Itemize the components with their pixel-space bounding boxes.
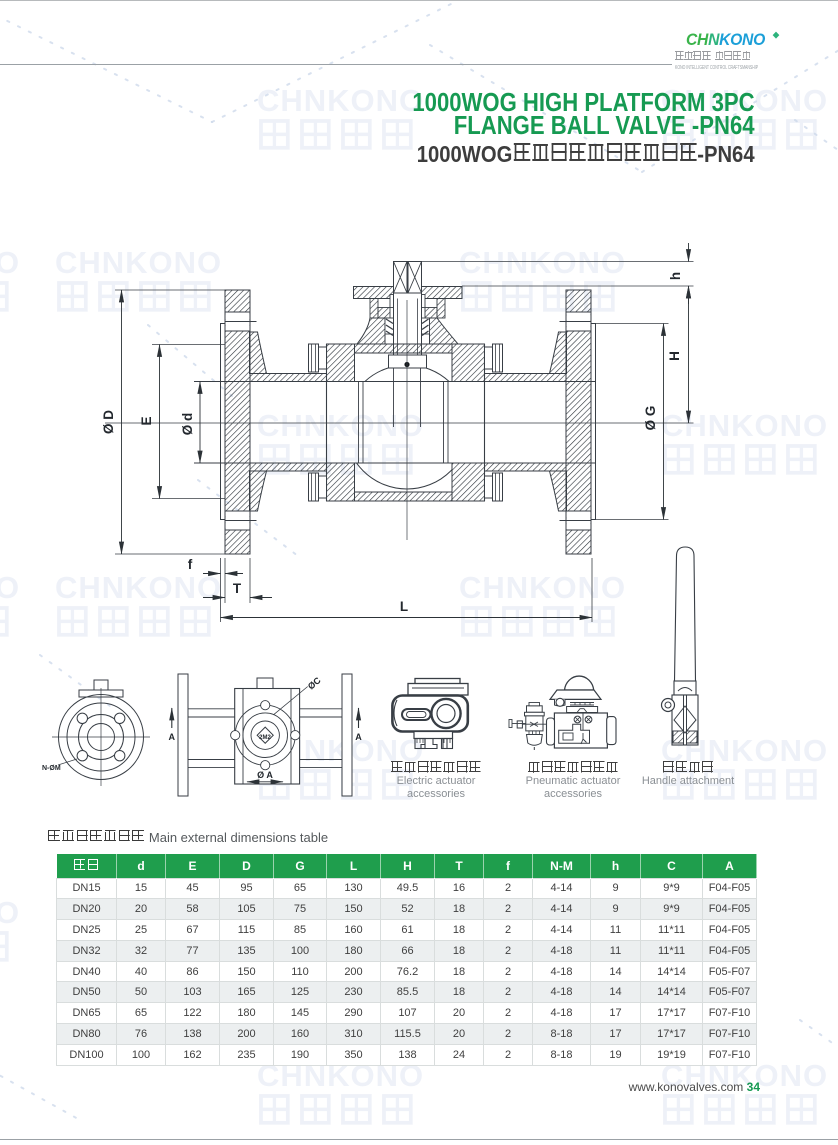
svg-text:Ø G: Ø G: [643, 406, 658, 431]
svg-text:CHNKONO: CHNKONO: [661, 83, 828, 118]
svg-text:CHNKONO: CHNKONO: [55, 570, 222, 605]
svg-text:h: h: [668, 272, 683, 280]
svg-text:H: H: [667, 351, 682, 361]
svg-text:N-ØM: N-ØM: [42, 765, 61, 772]
svg-text:A: A: [355, 732, 362, 742]
svg-text:CHNKONO: CHNKONO: [0, 895, 20, 930]
svg-text:CHNKONO: CHNKONO: [459, 570, 626, 605]
svg-text:Ø D: Ø D: [101, 410, 116, 434]
svg-text:A: A: [169, 732, 176, 742]
svg-text:f: f: [188, 557, 193, 572]
svg-text:L: L: [400, 599, 408, 614]
svg-text:T: T: [233, 581, 242, 596]
svg-text:CHNKONO: CHNKONO: [257, 408, 424, 443]
svg-text:Ø d: Ø d: [180, 413, 195, 436]
svg-text:2M2: 2M2: [259, 735, 271, 741]
svg-text:CHNKONO: CHNKONO: [0, 570, 20, 605]
svg-text:CHNKONO: CHNKONO: [55, 245, 222, 280]
svg-text:Ø A: Ø A: [257, 770, 273, 780]
svg-text:CHNKONO: CHNKONO: [0, 245, 20, 280]
svg-text:CHNKONO: CHNKONO: [459, 245, 626, 280]
svg-text:E: E: [139, 416, 154, 425]
svg-text:ØC: ØC: [306, 675, 323, 692]
svg-text:CHNKONO: CHNKONO: [257, 83, 424, 118]
